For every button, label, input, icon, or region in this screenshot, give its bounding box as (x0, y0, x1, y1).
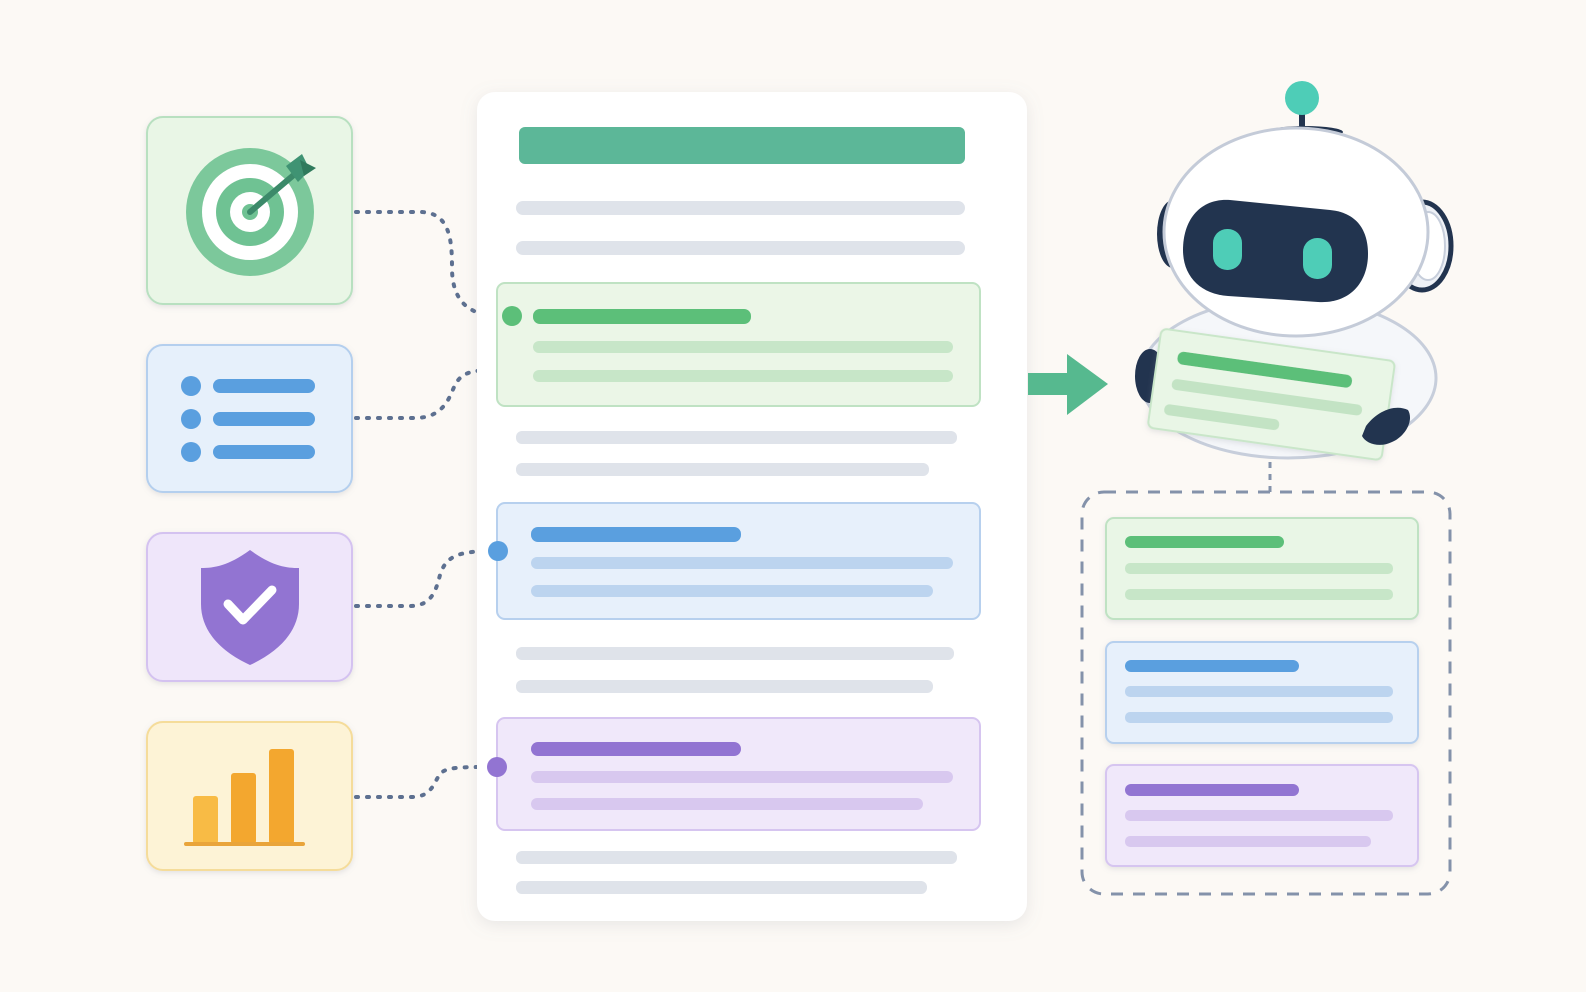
robot-icon (1135, 81, 1454, 461)
connector-list (354, 368, 500, 420)
output-goal-card (1105, 517, 1419, 620)
output-security-card (1105, 764, 1419, 867)
document-title-bar (519, 127, 965, 164)
robot-eye (1303, 238, 1332, 279)
connector-metrics (354, 765, 496, 799)
robot-eye (1213, 229, 1242, 270)
text-line (516, 881, 927, 894)
arrow-right-icon (1028, 354, 1108, 415)
goal-section-line (533, 341, 953, 353)
text-line (516, 431, 957, 444)
list-section-heading (531, 527, 741, 542)
text-line (516, 647, 954, 660)
list-section-line (531, 557, 953, 569)
shield-check-icon (201, 550, 299, 665)
robot-visor (1183, 199, 1368, 303)
list-section-line (531, 585, 933, 597)
document-content (487, 127, 981, 894)
bar-chart-icon (184, 749, 305, 846)
text-line (516, 463, 929, 476)
security-section-line (531, 798, 923, 810)
list-icon (181, 376, 315, 462)
goal-section-line (533, 370, 953, 382)
text-line (516, 851, 957, 864)
text-line (516, 201, 965, 215)
target-icon (186, 148, 316, 276)
text-line (516, 241, 965, 255)
security-section-line (531, 771, 953, 783)
connector-security (354, 549, 496, 608)
output-list-card (1105, 641, 1419, 744)
output-container (1080, 490, 1452, 896)
list-anchor-dot (488, 541, 508, 561)
robot-antenna (1285, 81, 1319, 115)
security-section-heading (531, 742, 741, 756)
text-line (516, 680, 933, 693)
goal-anchor-dot (502, 306, 522, 326)
security-anchor-dot (487, 757, 507, 777)
connectors (354, 210, 502, 799)
connector-goal (354, 210, 502, 318)
goal-section-heading (533, 309, 751, 324)
